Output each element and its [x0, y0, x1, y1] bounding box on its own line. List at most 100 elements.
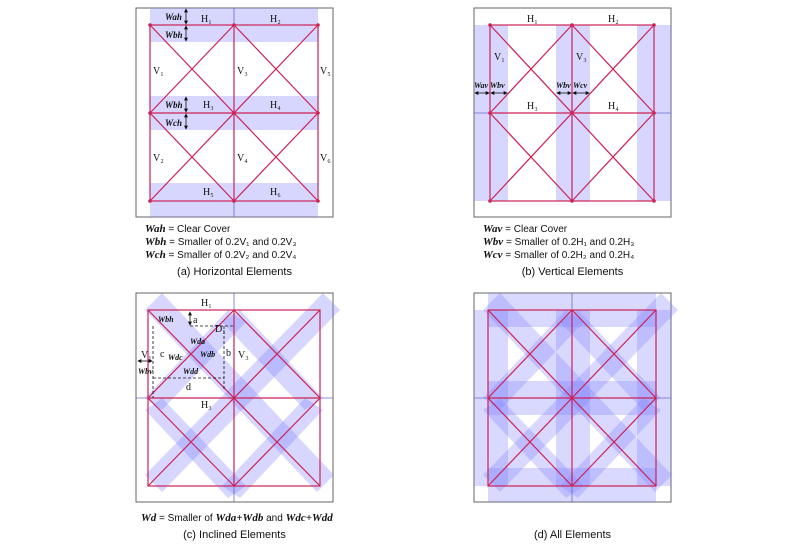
- label-v6: V₆: [320, 153, 331, 164]
- legend-text: = Smaller of: [156, 513, 216, 524]
- label-wbh: Wbh: [165, 30, 183, 40]
- diagonal-6: [571, 112, 655, 202]
- node: [570, 23, 574, 27]
- diagonal-4: [571, 309, 657, 399]
- label-v3: V₃: [238, 350, 249, 361]
- legend-row: Wbh = Smaller of 0.2V₁ and 0.2V₃: [145, 236, 296, 249]
- diagonal-6: [233, 397, 321, 487]
- diagonal-3: [149, 24, 235, 114]
- diagonal-6: [571, 397, 657, 487]
- panel-c-caption: (c) Inclined Elements: [183, 529, 286, 541]
- panel-a-caption: (a) Horizontal Elements: [177, 266, 292, 278]
- panel-b-vertical-elements: H₁ H₂ H₃ H₄ V₁ V₃ Wav Wbv Wbv Wcv: [473, 7, 672, 218]
- label-h1: H₁: [201, 14, 212, 25]
- label-v1: V₁: [141, 350, 152, 361]
- band-diag-upper-right: [560, 310, 661, 410]
- band-diag-upper-left: [145, 310, 246, 410]
- band-diag-upper-right: [222, 310, 323, 410]
- panel-d-all-elements: [473, 292, 678, 503]
- diagonal-3: [147, 309, 235, 399]
- legend-symbol: Wd: [141, 512, 157, 524]
- band-diag-main-2: [145, 293, 340, 492]
- panel-c-bands: [145, 293, 340, 498]
- legend-symbol: Wda+Wdb: [215, 512, 264, 524]
- legend-text: = Smaller of 0.2H₂ and 0.2H₄: [502, 250, 635, 261]
- node: [652, 23, 656, 27]
- label-d: d: [186, 382, 191, 393]
- legend-symbol: Wah: [145, 223, 166, 235]
- node: [488, 23, 492, 27]
- node: [232, 199, 236, 203]
- node: [232, 23, 236, 27]
- node: [232, 111, 236, 115]
- label-h2: H₂: [608, 14, 619, 25]
- label-h4: H₄: [608, 101, 619, 112]
- band-diag-main-2: [483, 293, 678, 492]
- legend-symbol: Wch: [145, 249, 166, 261]
- label-h3: H₃: [201, 400, 212, 411]
- node: [316, 199, 320, 203]
- label-v4: V₄: [237, 153, 248, 164]
- label-wdb: Wdb: [200, 350, 215, 359]
- label-v3: V₃: [237, 66, 248, 77]
- legend-text: = Smaller of 0.2V₁ and 0.2V₃: [166, 237, 297, 248]
- label-v1: V₁: [494, 52, 505, 63]
- diagonal-2: [487, 309, 657, 487]
- diagonal-6: [233, 112, 319, 202]
- label-wbh-mid: Wbh: [165, 100, 183, 110]
- label-h1: H₁: [527, 14, 538, 25]
- panel-d-members: [487, 309, 657, 487]
- legend-text: = Clear Cover: [165, 224, 231, 235]
- node: [652, 111, 656, 115]
- label-v1: V₁: [153, 66, 164, 77]
- label-h4: H₄: [270, 100, 281, 111]
- node: [148, 111, 152, 115]
- label-wah: Wah: [165, 12, 182, 22]
- panel-b-caption: (b) Vertical Elements: [521, 266, 624, 278]
- label-h3: H₃: [203, 100, 214, 111]
- panel-c-inclined-elements: H₁ H₃ V₁ V₃ D₁ a b c d Wbh Wda Wdb Wdc W…: [135, 292, 340, 503]
- diagonal-3: [487, 309, 573, 399]
- node: [488, 199, 492, 203]
- legend-symbol: Wbv: [483, 236, 504, 248]
- label-v3: V₃: [576, 52, 587, 63]
- panel-b-nodes: [488, 23, 656, 203]
- legend-symbol: Wdc+Wdd: [285, 512, 333, 524]
- legend-row: Wch = Smaller of 0.2V₂ and 0.2V₄: [145, 249, 296, 262]
- diagonal-5: [149, 112, 235, 202]
- legend-row: Wav = Clear Cover: [483, 223, 634, 236]
- legend-symbol: Wcv: [483, 249, 503, 261]
- legend-row: Wcv = Smaller of 0.2H₂ and 0.2H₄: [483, 249, 634, 262]
- label-wcv: Wcv: [573, 81, 588, 90]
- label-wdd: Wdd: [183, 367, 199, 376]
- label-wbh: Wbh: [158, 315, 174, 324]
- label-wch: Wch: [165, 118, 182, 128]
- panel-c-legend: Wd = Smaller of Wda+Wdb and Wdc+Wdd: [141, 512, 333, 525]
- node: [570, 199, 574, 203]
- legend-text: = Smaller of 0.2H₁ and 0.2H₃: [503, 237, 635, 248]
- legend-row: Wah = Clear Cover: [145, 223, 296, 236]
- panel-a-horizontal-elements: H₁ H₂ H₃ H₄ H₅ H₆ V₁ V₃ V₅ V₂ V₄ V₆ Wah …: [135, 7, 334, 218]
- label-wbv-mid: Wbv: [556, 81, 571, 90]
- label-h1: H₁: [201, 298, 212, 309]
- node: [148, 199, 152, 203]
- node: [148, 23, 152, 27]
- label-a: a: [193, 315, 198, 326]
- label-b: b: [226, 348, 231, 359]
- panel-c-dimension-arrows: [137, 311, 192, 363]
- diagonal-5: [489, 112, 573, 202]
- band-diag-upper-left: [483, 310, 584, 410]
- node: [488, 111, 492, 115]
- legend-symbol: Wbh: [145, 236, 167, 248]
- panel-a-nodes: [148, 23, 320, 203]
- panel-d-caption: (d) All Elements: [533, 529, 612, 541]
- label-h3: H₃: [527, 101, 538, 112]
- panel-a-legend: Wah = Clear Cover Wbh = Smaller of 0.2V₁…: [145, 223, 296, 262]
- diagonal-5: [147, 397, 235, 487]
- label-h6: H₆: [270, 187, 281, 198]
- diagonal-4: [571, 24, 655, 114]
- label-wav: Wav: [474, 81, 489, 90]
- label-wbv: Wbv: [138, 367, 153, 376]
- diagonal-2: [147, 309, 321, 487]
